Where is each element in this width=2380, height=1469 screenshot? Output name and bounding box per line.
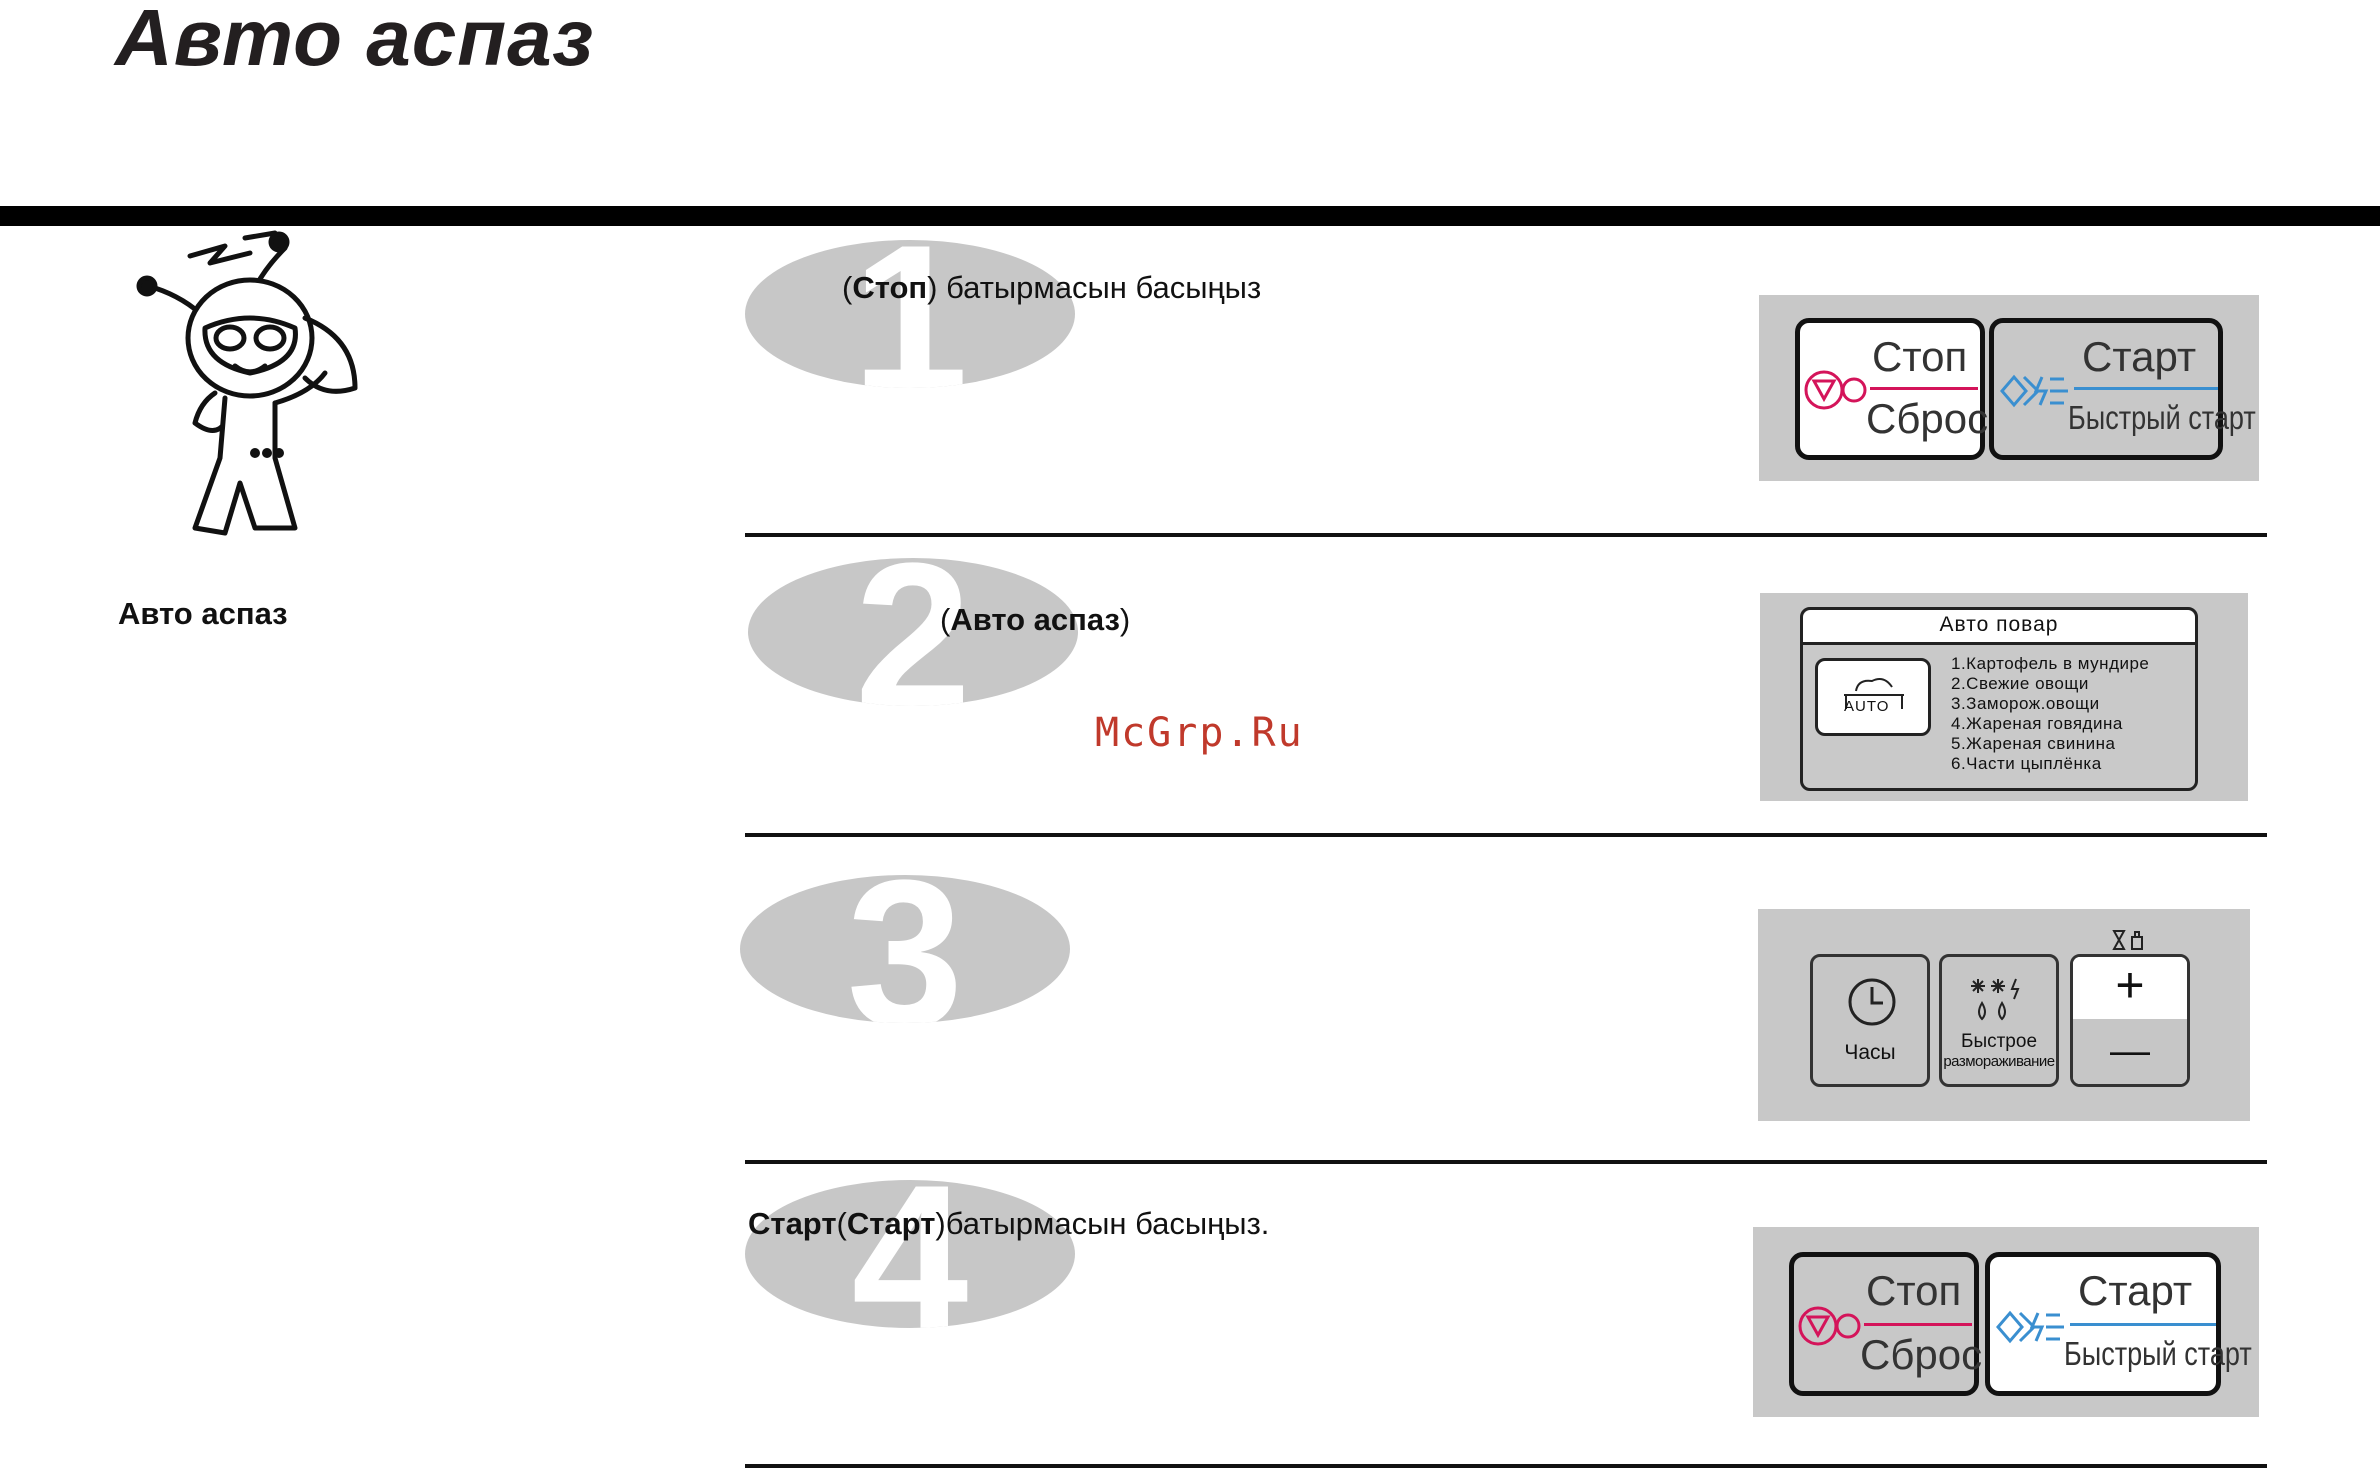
auto-cook-header: Авто повар <box>1803 610 2195 645</box>
paren-close: ) <box>927 270 938 305</box>
step-3-badge: 3 <box>740 875 1070 1023</box>
paren-close: ) <box>935 1206 946 1241</box>
step-number: 2 <box>854 558 972 706</box>
paren-close: ) <box>1119 602 1131 637</box>
auto-cook-panel: Авто повар AUTO 1.Картофель в мундире 2.… <box>1760 593 2248 801</box>
step-separator <box>745 1464 2267 1468</box>
quick-start-label: Быстрый старт <box>2068 399 2256 436</box>
start-quick-button[interactable]: Старт Быстрый старт <box>1985 1252 2252 1396</box>
defrost-icon <box>1971 978 2020 1021</box>
auto-cook-frame: Авто повар AUTO 1.Картофель в мундире 2.… <box>1800 607 2198 791</box>
key-name: Авто аспаз <box>950 602 1120 637</box>
key-name-lead: Старт <box>748 1206 837 1241</box>
step-1-text: (Стоп) батырмасын басыңыз <box>842 270 1261 306</box>
step-separator <box>745 1160 2267 1164</box>
watermark: McGrp.Ru <box>1095 710 1304 756</box>
stop-start-panel-2: Стоп Сброс Старт Быстрый старт <box>1753 1227 2259 1417</box>
start-divider <box>2074 387 2218 390</box>
auto-cook-item: 4.Жареная говядина <box>1951 714 2123 733</box>
step-number: 1 <box>851 240 969 388</box>
stop-label: Стоп <box>1872 333 1968 380</box>
clock-label: Часы <box>1844 1041 1896 1064</box>
instruction: батырмасын басыңыз <box>937 270 1262 305</box>
auto-label: AUTO <box>1844 698 1890 715</box>
reset-label: Сброс <box>1866 395 1989 442</box>
clock-button[interactable]: Часы <box>1810 954 1930 1087</box>
auto-cook-item: 3.Заморож.овощи <box>1951 694 2100 713</box>
auto-cook-title: Авто повар <box>1939 613 2059 636</box>
step-number: 3 <box>846 875 964 1023</box>
paren-open: ( <box>836 1206 847 1241</box>
stop-reset-button[interactable]: Стоп Сброс <box>1789 1252 1983 1396</box>
step-4-text: Старт(Старт)батырмасын басыңыз. <box>748 1206 1269 1242</box>
paren-open: ( <box>940 602 951 637</box>
step-2-badge: 2 <box>748 558 1078 706</box>
start-icon <box>1996 1310 2064 1344</box>
quick-defrost-button[interactable]: Быстрое размораживание <box>1939 954 2059 1087</box>
stop-reset-button[interactable]: Стоп Сброс <box>1795 318 1989 460</box>
controls-panel: Часы Быстрое размораживание + — <box>1758 909 2250 1121</box>
stop-divider <box>1870 387 1978 390</box>
step-separator <box>745 833 2267 837</box>
page-title: Авто аспаз <box>115 0 595 82</box>
paren-open: ( <box>842 270 853 305</box>
auto-cook-item: 5.Жареная свинина <box>1951 734 2116 753</box>
step-separator <box>745 533 2267 537</box>
header-rule <box>0 206 2380 226</box>
auto-button[interactable]: AUTO <box>1815 658 1931 736</box>
defrost-label-2: размораживание <box>1943 1053 2055 1070</box>
clock-icon <box>1848 978 1896 1026</box>
stop-icon <box>1798 1306 1861 1346</box>
plus-key[interactable]: + <box>2073 957 2187 1019</box>
key-name: Стоп <box>852 270 928 305</box>
stop-divider <box>1864 1323 1972 1326</box>
plus-minus-button[interactable]: + — <box>2070 954 2190 1087</box>
stop-start-panel-1: Стоп Сброс Старт Быстрый старт <box>1759 295 2259 481</box>
stop-label: Стоп <box>1866 1267 1962 1314</box>
minus-key[interactable]: — <box>2073 1019 2187 1084</box>
auto-cook-item: 2.Свежие овощи <box>1951 674 2089 693</box>
stop-icon <box>1804 370 1867 410</box>
start-divider <box>2070 1323 2216 1326</box>
start-label: Старт <box>2082 333 2197 380</box>
start-quick-button[interactable]: Старт Быстрый старт <box>1989 318 2256 460</box>
auto-cook-list: 1.Картофель в мундире 2.Свежие овощи 3.З… <box>1951 654 2149 774</box>
weight-time-icon <box>2112 930 2143 950</box>
quick-start-label: Быстрый старт <box>2064 1335 2252 1372</box>
start-icon <box>2000 374 2068 408</box>
step-2-text: (Авто аспаз) <box>940 602 1130 638</box>
defrost-label-1: Быстрое <box>1960 1031 2038 1052</box>
start-label: Старт <box>2078 1267 2193 1314</box>
key-name: Старт <box>846 1206 936 1241</box>
step-1-badge: 1 <box>745 240 1075 388</box>
step-4-badge: 4 <box>745 1180 1075 1328</box>
auto-cook-icon <box>1844 678 1904 709</box>
reset-label: Сброс <box>1860 1331 1983 1378</box>
side-label: Авто аспаз <box>118 596 288 631</box>
mascot-illustration <box>136 230 358 536</box>
step-number: 4 <box>851 1180 969 1328</box>
auto-cook-item: 6.Части цыплёнка <box>1951 754 2102 773</box>
instruction: батырмасын басыңыз. <box>945 1206 1270 1241</box>
auto-cook-item: 1.Картофель в мундире <box>1951 654 2150 673</box>
